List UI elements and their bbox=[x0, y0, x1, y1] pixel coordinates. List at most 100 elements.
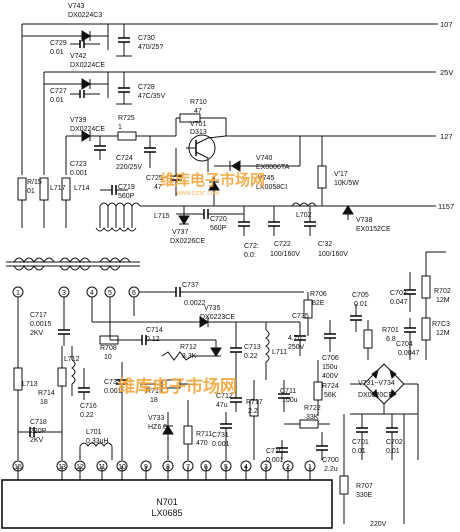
resistor-r725: R725 1 bbox=[117, 115, 176, 141]
c716-value: 0.22 bbox=[80, 412, 94, 419]
c703-label: C703 bbox=[390, 290, 407, 297]
resistor-r710: R710 47 bbox=[175, 99, 227, 136]
r725-label: R725 bbox=[118, 115, 135, 122]
c702-value: 0.01 bbox=[386, 448, 400, 455]
resistor-r708: R708 10 bbox=[99, 297, 135, 361]
capacitor-c730: C730 470/25? bbox=[116, 24, 163, 57]
ic-pin-circle bbox=[240, 460, 252, 472]
ic-pin-circle bbox=[162, 460, 174, 472]
capacitor-c731: C731 0.001 bbox=[212, 412, 232, 460]
v701-label: V701 bbox=[190, 121, 206, 128]
c710-value: 0.001 bbox=[266, 457, 284, 464]
capacitor-c704: C704 0.0047 bbox=[396, 318, 420, 360]
r703-value: 12M bbox=[436, 330, 450, 337]
capacitor-c721: C72: 0.0: bbox=[238, 206, 259, 259]
capacitor-c729: C729 0.01 bbox=[50, 40, 100, 56]
capacitor-c723: C723 0.001 bbox=[70, 136, 106, 177]
c717-value: 0.0015 bbox=[30, 321, 52, 328]
ic-pin-13: 13 bbox=[58, 464, 66, 471]
ic-pin-circle bbox=[96, 460, 108, 472]
c721-value: 0.0: bbox=[244, 252, 256, 259]
resistor-r703: R7C3 12M bbox=[421, 317, 450, 360]
resistor-r702: R702 12M bbox=[421, 251, 451, 318]
diode-v740: V740 EX0006TA bbox=[214, 136, 301, 172]
ic-pin-6: 6 bbox=[204, 464, 208, 471]
capacitor-c737: C737 0.0022 bbox=[139, 282, 304, 307]
r701-label: R701 bbox=[382, 327, 399, 334]
r717-label: R717 bbox=[246, 399, 263, 406]
capacitor-c718: C718 220P 2KV bbox=[18, 419, 62, 444]
v739-label: V739 bbox=[70, 117, 86, 124]
c728-label: C728 bbox=[138, 84, 155, 91]
transistor-v701: V701 D313 bbox=[186, 121, 227, 172]
rail-127: 127 bbox=[226, 132, 453, 141]
l717-label: L717 bbox=[50, 185, 66, 192]
capacitor-c701: C701 0.01 bbox=[352, 414, 369, 460]
capacitor-c735: C735 4.7u 250V bbox=[288, 313, 309, 356]
v717-label: V'17 bbox=[334, 171, 348, 178]
v745-part: LX0058CI bbox=[256, 184, 287, 191]
inductor-l701: L701 0.33uH bbox=[79, 429, 113, 460]
v717-value: 10K/5W bbox=[334, 180, 359, 187]
resistor-r701: R701 6.8 bbox=[363, 320, 399, 360]
c735-label: C735 bbox=[292, 313, 309, 320]
c713-value: 0.22 bbox=[244, 353, 258, 360]
r722-value: 33K bbox=[306, 414, 319, 421]
capacitor-c727: C727 0.01 bbox=[50, 88, 100, 104]
ic-pin-12: 12 bbox=[76, 464, 84, 471]
diode-v735: V735 DX0223CE bbox=[91, 297, 300, 328]
v701-part: D313 bbox=[190, 129, 207, 136]
c723-label: C723 bbox=[70, 161, 87, 168]
v740-part: EX0006TA bbox=[256, 164, 290, 171]
c705-value: 0.01 bbox=[354, 301, 368, 308]
capacitor-c725: C725 47 bbox=[146, 148, 182, 196]
r707-label: R707 bbox=[356, 483, 373, 490]
c711-label: C711 bbox=[280, 388, 296, 395]
capacitor-c733: C733 0.001 bbox=[104, 362, 128, 460]
v733-part: HZ6.8 bbox=[148, 424, 167, 431]
c704-label: C704 bbox=[396, 341, 413, 348]
ic-pin-circle bbox=[12, 460, 24, 472]
diode-v745: V745 LX0058CI bbox=[208, 175, 287, 206]
v743-label: V743 bbox=[68, 3, 84, 10]
ic-pin-8: 8 bbox=[166, 464, 170, 471]
ic-pin-circle bbox=[220, 460, 232, 472]
r717-value: 2.2 bbox=[248, 408, 258, 415]
capacitor-c705: C705 0.01 bbox=[350, 292, 369, 332]
connector-pin-1: 1 bbox=[16, 290, 20, 297]
c722-label: C722 bbox=[274, 241, 291, 248]
c724-value: 220/25V bbox=[116, 164, 142, 171]
r725-value: 1 bbox=[118, 124, 122, 131]
c710-label: C710 bbox=[266, 448, 283, 455]
c713-label: C713 bbox=[244, 344, 261, 351]
resistor-r715: R/15 01 bbox=[17, 177, 42, 228]
c719-value: 560P bbox=[118, 193, 135, 200]
capacitor-c720: C720 560P bbox=[176, 209, 244, 232]
c716-label: C716 bbox=[80, 403, 97, 410]
r702-label: R702 bbox=[434, 288, 451, 295]
watermark-text-bottom: 维库电子市场网 bbox=[118, 376, 237, 397]
c737-label: C737 bbox=[182, 282, 199, 289]
r724-value: 56K bbox=[324, 392, 337, 399]
l714-label: L714 bbox=[74, 185, 90, 192]
r712-value: 3.3K bbox=[182, 353, 197, 360]
watermark-text-top: 维库电子市场网 bbox=[160, 171, 265, 189]
r710-value: 47 bbox=[194, 108, 202, 115]
l713-label: L713 bbox=[22, 381, 38, 388]
c703-value: 0.047 bbox=[390, 299, 408, 306]
r710-label: R710 bbox=[190, 99, 207, 106]
v743-part: DX0224C3 bbox=[68, 12, 102, 19]
c720-label: C720 bbox=[210, 216, 227, 223]
r703-label: R7C3 bbox=[432, 321, 450, 328]
l702-label: L702 bbox=[296, 212, 312, 219]
v737-part: DX0226CE bbox=[170, 238, 205, 245]
resistor-r711: R711 470 bbox=[183, 400, 212, 460]
c735-voltage: 250V bbox=[288, 344, 305, 351]
v735-part: DX0223CE bbox=[200, 314, 235, 321]
v745-label: V745 bbox=[258, 175, 274, 182]
capacitor-c724: C724 220/25V bbox=[116, 136, 156, 171]
ic-pin-circle bbox=[182, 460, 194, 472]
ic-pin-15: 15 bbox=[14, 464, 22, 471]
